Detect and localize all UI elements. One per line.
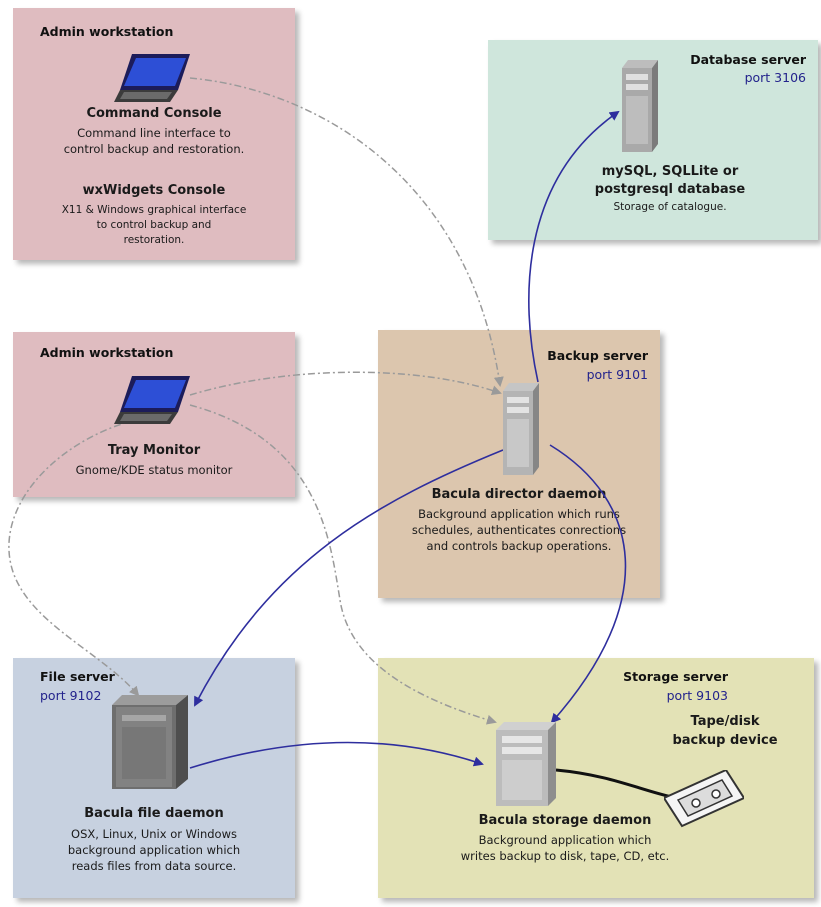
port-label: port 9103 [666,688,728,703]
director-to-database-arrow [528,110,620,383]
port-label: port 3106 [744,70,806,85]
port-label: port 9101 [586,367,648,382]
server-tower-icon [496,722,556,806]
storage-daemon-description: Background application which writes back… [460,833,670,863]
console-to-director-arrow [189,77,504,387]
tray-monitor-title: Tray Monitor [107,443,201,458]
server-tower-icon [503,383,539,475]
box-title: File server [40,669,115,684]
box-title: Database server [690,52,806,67]
server-tower-icon [622,60,658,152]
tray-to-storage-daemon-arrow [189,404,497,725]
wxwidgets-console-description: X11 & Windows graphical interface to con… [61,204,247,246]
file-daemon-description: OSX, Linux, Unix or Windows background a… [67,827,241,873]
storage-daemon-title: Bacula storage daemon [478,813,652,828]
port-label: port 9102 [40,688,102,703]
box-title: Storage server [623,669,728,684]
file-daemon-to-storage-daemon-arrow [189,741,484,769]
box-title: Admin workstation [40,345,174,360]
file-daemon-title: Bacula file daemon [84,806,224,821]
director-daemon-title: Bacula director daemon [431,487,607,502]
director-to-file-daemon-arrow [194,449,504,707]
admin-workstation-box-1: Admin workstation [13,8,295,260]
database-title: mySQL, SQLLite or postgresql database [594,164,746,197]
database-description: Storage of catalogue. [613,201,727,213]
box-title: Backup server [547,348,648,363]
server-tower-icon [112,695,188,789]
tape-drive-icon [664,770,744,828]
tray-monitor-description: Gnome/KDE status monitor [75,463,233,477]
laptop-icon [114,376,190,424]
tape-device-title: Tape/disk backup device [672,714,778,748]
tape-cable [555,768,673,799]
wxwidgets-console-title: wxWidgets Console [82,183,226,198]
storage-server-box: Storage server port 9103 [378,658,814,898]
command-console-title: Command Console [86,106,222,121]
box-title: Admin workstation [40,24,174,39]
tray-to-director-arrow [189,371,502,396]
command-console-description: Command line interface to control backup… [63,126,245,156]
director-daemon-description: Background application which runs schedu… [411,507,627,553]
director-to-storage-daemon-arrow [549,444,627,724]
backup-server-box: Backup server port 9101 [378,330,660,598]
tray-to-file-daemon-arrow [8,419,140,697]
laptop-icon [114,54,190,102]
